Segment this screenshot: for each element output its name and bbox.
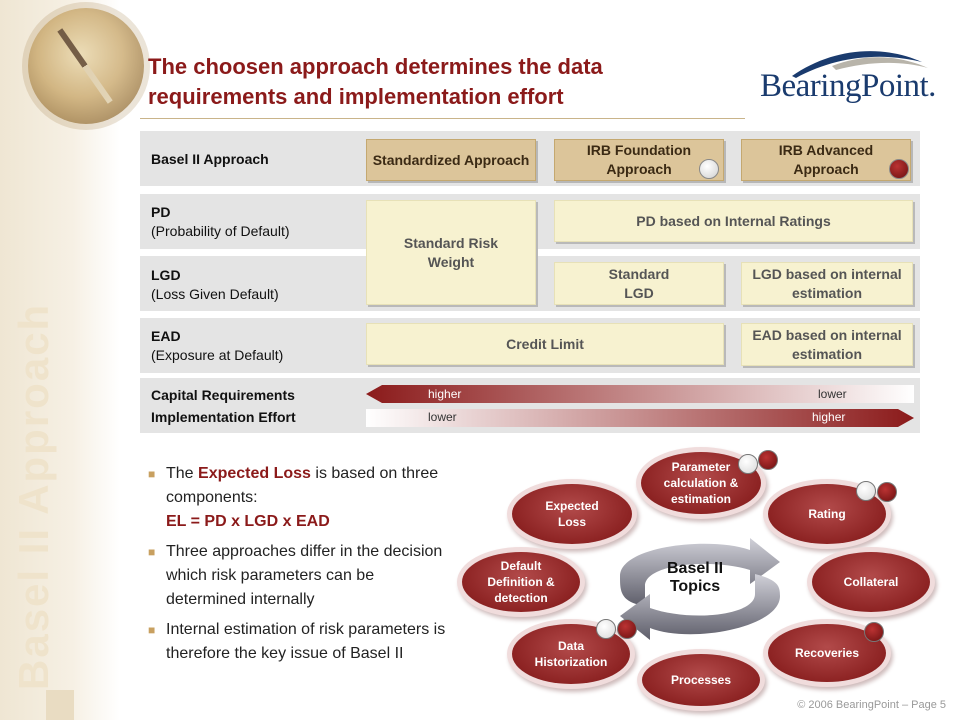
topic-parameter-text: Parameter calculation & estimation	[663, 460, 739, 506]
cell-lgd-internal: LGD based on internal estimation	[741, 262, 913, 305]
effort-arrow-left-label: lower	[428, 410, 457, 424]
bullet-square-icon: ■	[148, 545, 156, 559]
logo-text: BearingPoint.	[760, 68, 936, 104]
bullet-list: ■ The Expected Loss is based on three co…	[148, 462, 448, 672]
cell-ead-internal: EAD based on internal estimation	[741, 323, 913, 366]
white-indicator-icon	[596, 619, 616, 639]
effort-arrow-right-label: higher	[812, 410, 846, 424]
header-irb-advanced-label: IRB Advanced Approach	[778, 142, 874, 177]
pd-label-title: PD	[151, 204, 171, 220]
vertical-marker	[46, 690, 74, 720]
bullet-item-internal-estimation: ■ Internal estimation of risk parameters…	[148, 618, 448, 666]
footer-copyright: © 2006 BearingPoint – Page 5	[797, 699, 946, 711]
capital-arrow-left-label: higher	[428, 387, 462, 401]
capital-arrow-right-label: lower	[818, 387, 847, 401]
implementation-effort-label: Implementation Effort	[151, 408, 296, 427]
bullet-square-icon: ■	[148, 467, 156, 481]
basel-approach-label: Basel II Approach	[151, 150, 269, 169]
bullet-square-icon: ■	[148, 623, 156, 637]
topic-expected-loss: Expected Loss	[512, 484, 632, 544]
red-indicator-icon	[617, 619, 637, 639]
white-indicator-icon	[856, 481, 876, 501]
cell-standard-lgd-text: Standard LGD	[608, 265, 670, 301]
basel-approach-label-text: Basel II Approach	[151, 151, 269, 167]
bullet2-text: Three approaches differ in the decision …	[166, 543, 443, 608]
topic-default-definition: Default Definition & detection	[462, 552, 580, 612]
header-irb-foundation-label: IRB Foundation Approach	[586, 142, 692, 177]
cell-pd-internal-text: PD based on Internal Ratings	[636, 212, 831, 229]
cell-standard-risk-weight-text: Standard Risk Weight	[403, 234, 499, 270]
topic-recoveries-text: Recoveries	[794, 646, 860, 660]
topic-processes-text: Processes	[670, 673, 732, 687]
red-indicator-icon	[889, 159, 909, 179]
cell-credit-limit-text: Credit Limit	[506, 335, 584, 352]
cell-lgd-internal-text: LGD based on internal estimation	[752, 265, 902, 301]
header-standardized-label: Standardized Approach	[372, 151, 530, 168]
red-indicator-icon	[864, 622, 884, 642]
topic-collateral: Collateral	[812, 552, 930, 612]
compass-image	[28, 8, 144, 124]
capital-requirements-label: Capital Requirements	[151, 386, 295, 405]
cell-standard-lgd: Standard LGD	[554, 262, 724, 305]
bullet1-pre: The	[166, 465, 199, 482]
pd-label-subtitle: (Probability of Default)	[151, 223, 290, 239]
implementation-effort-text: Implementation Effort	[151, 409, 296, 425]
cell-standard-risk-weight: Standard Risk Weight	[366, 200, 536, 305]
el-formula: EL = PD x LGD x EAD	[166, 513, 330, 530]
header-standardized: Standardized Approach	[366, 139, 536, 181]
vertical-watermark-title: Basel II Approach	[10, 302, 57, 690]
compass-needle-icon	[57, 28, 113, 104]
header-irb-advanced: IRB Advanced Approach	[741, 139, 911, 181]
cell-ead-internal-text: EAD based on internal estimation	[752, 326, 902, 362]
cell-pd-internal: PD based on Internal Ratings	[554, 200, 913, 242]
bullet1-emphasis: Expected Loss	[198, 465, 311, 482]
slide-title: The choosen approach determines the data…	[148, 54, 603, 109]
topic-expected-loss-text: Expected Loss	[545, 499, 599, 529]
topic-default-text: Default Definition & detection	[487, 559, 555, 605]
pd-label: PD (Probability of Default)	[151, 203, 290, 241]
ead-label: EAD (Exposure at Default)	[151, 327, 283, 365]
capital-arrow	[366, 385, 914, 403]
red-indicator-icon	[877, 482, 897, 502]
lgd-label-subtitle: (Loss Given Default)	[151, 286, 279, 302]
capital-requirements-text: Capital Requirements	[151, 387, 295, 403]
bullet-item-approaches: ■ Three approaches differ in the decisio…	[148, 540, 448, 612]
logo-arc-icon	[792, 51, 928, 78]
ead-label-title: EAD	[151, 328, 181, 344]
basel-topics-label: Basel II Topics	[666, 560, 724, 595]
red-indicator-icon	[758, 450, 778, 470]
bullet-item-expected-loss: ■ The Expected Loss is based on three co…	[148, 462, 448, 534]
header-irb-foundation: IRB Foundation Approach	[554, 139, 724, 181]
topic-processes: Processes	[642, 654, 760, 706]
bearingpoint-logo: BearingPoint.	[760, 40, 940, 110]
cycle-arrows-icon	[620, 538, 780, 640]
lgd-label: LGD (Loss Given Default)	[151, 266, 279, 304]
title-divider	[140, 118, 745, 119]
topic-data-text: Data Historization	[534, 639, 608, 669]
bullet1-post: is based on three components:	[166, 465, 439, 506]
topic-recoveries: Recoveries	[768, 624, 886, 682]
effort-arrow	[366, 409, 914, 427]
bullet3-text: Internal estimation of risk parameters i…	[166, 621, 446, 662]
cell-credit-limit: Credit Limit	[366, 323, 724, 365]
lgd-label-title: LGD	[151, 267, 181, 283]
white-indicator-icon	[699, 159, 719, 179]
topic-rating-text: Rating	[808, 507, 846, 521]
ead-label-subtitle: (Exposure at Default)	[151, 347, 284, 363]
topic-collateral-text: Collateral	[843, 575, 899, 589]
white-indicator-icon	[738, 454, 758, 474]
